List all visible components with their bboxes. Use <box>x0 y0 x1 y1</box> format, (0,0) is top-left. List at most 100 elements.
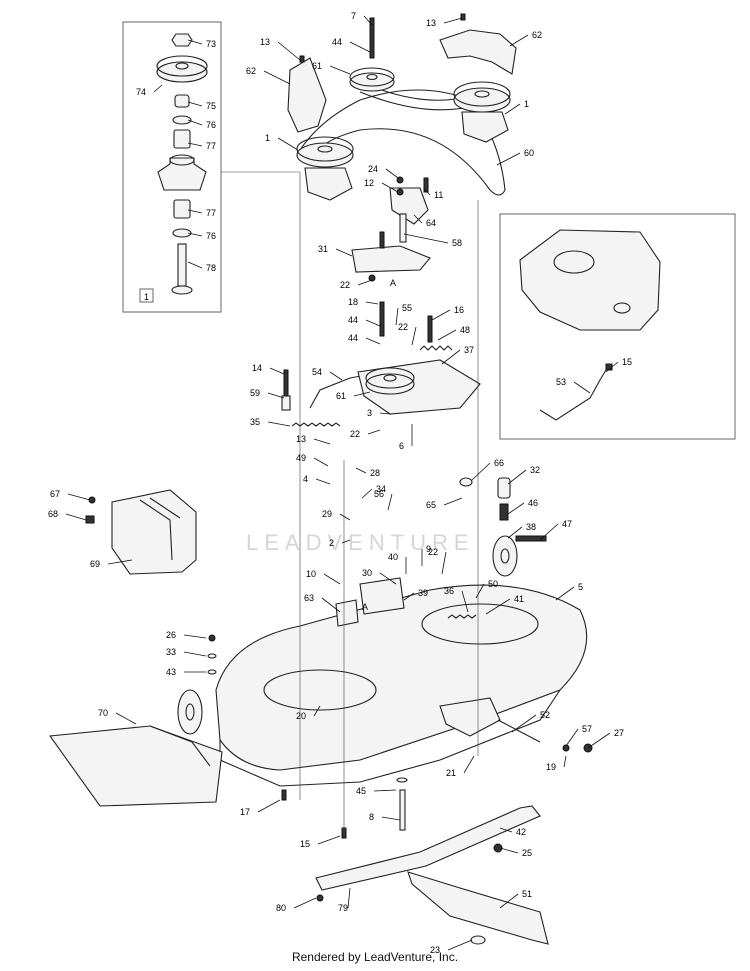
callout-number: 35 <box>250 417 260 427</box>
deck-shell <box>215 584 588 771</box>
callout-c61b: 61 <box>336 391 371 401</box>
callout-leader <box>313 438 331 445</box>
spindle-pulley-hub <box>175 62 189 70</box>
callout-number: 61 <box>336 391 346 401</box>
callout-leader <box>499 847 519 854</box>
callout-number: 4 <box>303 474 308 484</box>
mower-blade <box>407 871 549 945</box>
callout-leader <box>267 392 285 399</box>
idler-spring <box>419 345 453 351</box>
callout-c21: 21 <box>446 755 475 778</box>
right-blade-well <box>421 603 539 645</box>
callout-number: 43 <box>166 667 176 677</box>
side-bolt <box>283 369 289 397</box>
callout-number: 22 <box>350 429 360 439</box>
chute-guard <box>85 489 197 575</box>
right-spindle-housing <box>461 111 509 143</box>
discharge-chute <box>49 725 223 807</box>
callout-c73: 73 <box>187 39 216 49</box>
callout-c22d: 22 <box>428 547 447 575</box>
callout-c10: 10 <box>306 569 341 585</box>
callout-number: 42 <box>516 827 526 837</box>
callout-number: 21 <box>446 768 456 778</box>
callout-leader <box>187 261 203 269</box>
callout-number: 41 <box>514 594 524 604</box>
callout-leader <box>379 412 391 415</box>
arm-nut <box>368 274 376 282</box>
callout-c1a: 1 <box>504 99 529 115</box>
callout-leader <box>293 897 317 909</box>
callout-c51: 51 <box>499 889 532 909</box>
callout-c43: 43 <box>166 667 206 677</box>
callout-c48: 48 <box>437 325 470 341</box>
callout-leader <box>313 705 321 717</box>
wheel-washer <box>207 653 217 659</box>
callout-number: 39 <box>418 588 428 598</box>
callout-c45: 45 <box>356 786 397 796</box>
callout-number: 1 <box>265 133 270 143</box>
callout-leader <box>347 887 351 909</box>
callout-leader <box>115 712 137 725</box>
callout-number: 30 <box>362 568 372 578</box>
wheel-nut <box>208 634 216 642</box>
callout-number: 57 <box>582 724 592 734</box>
callout-c13c: 13 <box>296 434 331 445</box>
callout-c35: 35 <box>250 417 291 427</box>
idler-bracket-stud <box>399 213 407 243</box>
callout-c62b: 62 <box>246 66 291 85</box>
callout-c15b: 15 <box>300 835 341 849</box>
callout-number: 50 <box>488 579 498 589</box>
spindle-nut <box>171 33 193 47</box>
callout-number: 63 <box>304 593 314 603</box>
callout-leader <box>257 799 281 813</box>
left-cover-bolt <box>299 55 305 63</box>
right-spindle-pulley <box>453 87 511 113</box>
spindle-shaft-flange <box>171 285 193 295</box>
callout-number: 5 <box>578 582 583 592</box>
callout-leader <box>187 142 203 147</box>
idler-arm <box>351 245 431 273</box>
callout-leader <box>267 421 291 427</box>
callout-c64: 64 <box>413 214 436 228</box>
callout-c65: 65 <box>426 497 463 510</box>
callout-number: 32 <box>530 465 540 475</box>
mulch-cover <box>111 489 197 575</box>
callout-c24: 24 <box>368 164 399 179</box>
callout-c6: 6 <box>399 424 413 451</box>
callout-c9: 9 <box>421 544 431 566</box>
callout-number: 20 <box>296 711 306 721</box>
callout-c28: 28 <box>355 467 380 478</box>
callout-leader <box>367 429 381 435</box>
callout-c74: 74 <box>136 84 163 97</box>
callout-leader <box>329 371 343 381</box>
anti-scalp-wheel-left-hub <box>185 703 195 721</box>
callout-number: A <box>362 602 368 612</box>
callout-c26: 26 <box>166 630 207 640</box>
callout-number: 46 <box>528 498 538 508</box>
callout-c54: 54 <box>312 367 343 381</box>
callout-c1b: 1 <box>265 133 299 151</box>
callout-leader <box>499 827 513 833</box>
callout-leader <box>507 502 525 515</box>
tractor-frame <box>519 229 661 331</box>
frame-side-hole <box>613 302 631 314</box>
callout-leader <box>269 367 285 375</box>
callout-c63: 63 <box>304 593 341 613</box>
frame-inset <box>499 213 736 440</box>
mower-deck <box>177 477 593 839</box>
spindle-shaft <box>177 243 187 287</box>
spindle-housing <box>157 157 207 191</box>
callout-number: 33 <box>166 647 176 657</box>
callout-number: 75 <box>206 101 216 111</box>
spindle-spacer <box>174 94 190 108</box>
callout-leader <box>379 572 397 585</box>
callout-c17: 17 <box>240 799 281 817</box>
callout-number: 56 <box>374 489 384 499</box>
callout-number: 45 <box>356 786 366 796</box>
bumper-spring <box>497 477 511 499</box>
callout-leader <box>349 41 371 53</box>
callout-leader <box>507 469 527 485</box>
hanger-nut <box>562 744 570 752</box>
callout-cA1: A <box>390 278 396 288</box>
callout-number: 13 <box>296 434 306 444</box>
